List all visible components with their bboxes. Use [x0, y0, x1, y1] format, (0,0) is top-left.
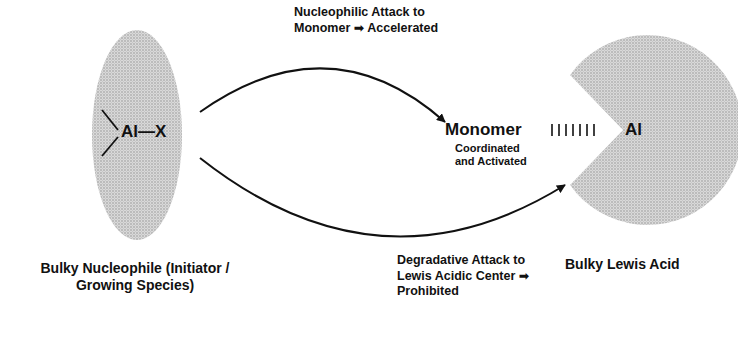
- monomer: MonomerCoordinated and Activated: [445, 120, 545, 190]
- lewis-acid-label: Bulky Lewis Acid: [565, 256, 680, 273]
- monomer-note: Coordinated and Activated: [455, 142, 537, 168]
- reaction-arrow: [200, 68, 445, 122]
- bulky-lewis-acid: AlBulky Lewis Acid: [545, 30, 738, 290]
- nucleophile-label: Bulky Nucleophile (Initiator / Growing S…: [25, 260, 245, 294]
- bulky-nucleophile: Al—X Bulky Nucleophile (Initiator / Growi…: [25, 22, 245, 312]
- node-outline: [545, 30, 738, 290]
- reaction-arrow: [200, 158, 565, 236]
- bond-line: [102, 110, 118, 130]
- nucleophile-ellipse: [92, 30, 182, 240]
- aluminium-initiator: Al—X: [121, 122, 166, 142]
- arrow-label: Degradative Attack to Lewis Acidic Cente…: [395, 252, 549, 301]
- aluminium-center: Al: [625, 120, 642, 140]
- arrow-label: Nucleophilic Attack to Monomer ➡ Acceler…: [292, 4, 446, 37]
- lewis-acid-pacman: [570, 35, 738, 225]
- coordination-bond: [552, 124, 594, 136]
- bond-line: [102, 137, 118, 156]
- monomer-label: Monomer: [445, 120, 522, 140]
